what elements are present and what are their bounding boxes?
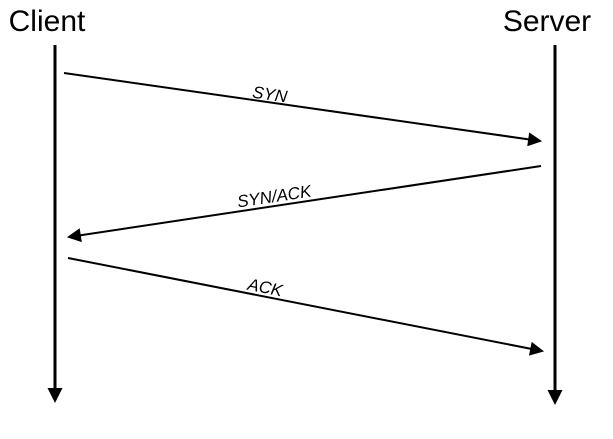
actor-label-server: Server <box>503 5 591 38</box>
message-label-syn: SYN <box>251 83 289 107</box>
message-arrow-ack <box>67 257 545 356</box>
message-arrow-syn <box>63 72 543 147</box>
message-label-ack: ACK <box>245 275 285 301</box>
message-arrow-synack <box>66 165 542 243</box>
actor-label-client: Client <box>9 5 86 38</box>
